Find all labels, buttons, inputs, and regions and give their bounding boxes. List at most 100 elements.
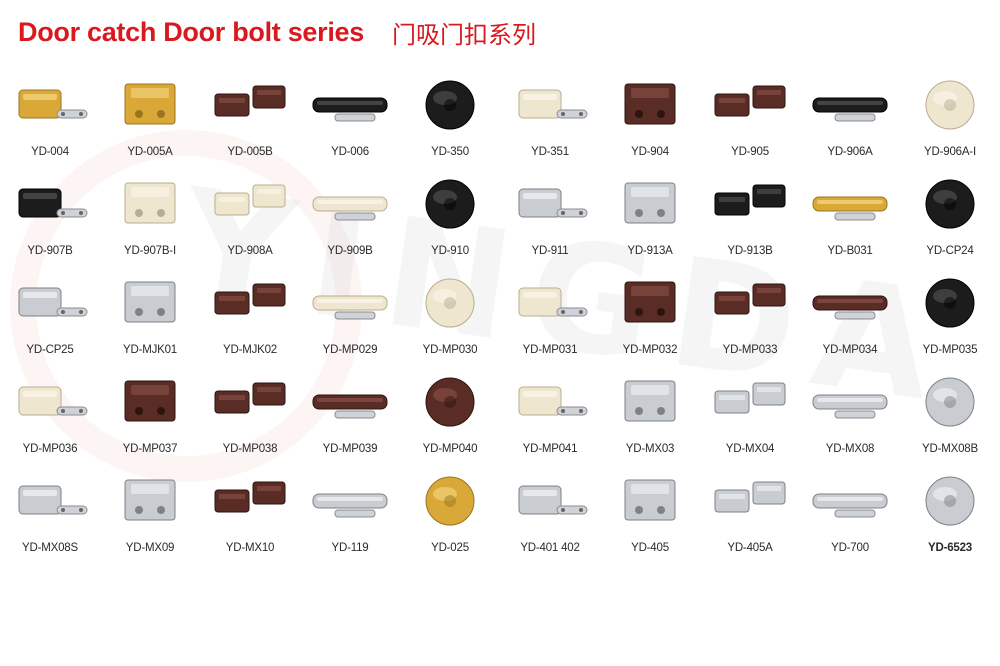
product-code: YD-907B — [27, 245, 73, 257]
product-item: YD-350 — [400, 68, 500, 167]
product-code: YD-MP035 — [922, 344, 978, 356]
product-item: YD-905 — [700, 68, 800, 167]
product-image — [804, 365, 896, 439]
product-item: YD-351 — [500, 68, 600, 167]
product-image — [704, 266, 796, 340]
product-image — [804, 464, 896, 538]
product-item: YD-CP25 — [0, 266, 100, 365]
product-image — [904, 167, 996, 241]
product-image — [304, 266, 396, 340]
product-code: YD-119 — [331, 542, 369, 554]
product-image — [104, 365, 196, 439]
product-item: YD-006 — [300, 68, 400, 167]
page-header: Door catch Door bolt series 门吸门扣系列 — [18, 12, 536, 52]
product-image — [104, 68, 196, 142]
product-code: YD-MP037 — [122, 443, 178, 455]
product-item: YD-MP036 — [0, 365, 100, 464]
product-image — [704, 464, 796, 538]
product-code: YD-910 — [431, 245, 469, 257]
product-item: YD-MP038 — [200, 365, 300, 464]
product-code: YD-904 — [631, 146, 669, 158]
product-grid: YD-004 YD-005A YD-005B YD-006 YD-350 YD-… — [0, 68, 1000, 664]
product-image — [4, 464, 96, 538]
product-code: YD-405 — [631, 542, 669, 554]
product-item: YD-025 — [400, 464, 500, 563]
product-image — [204, 167, 296, 241]
product-image — [304, 464, 396, 538]
product-image — [704, 167, 796, 241]
product-code: YD-MP030 — [422, 344, 478, 356]
product-item: YD-6523 — [900, 464, 1000, 563]
product-item: YD-405A — [700, 464, 800, 563]
product-code: YD-MX10 — [225, 542, 275, 554]
product-code: YD-700 — [831, 542, 869, 554]
product-code: YD-MJK02 — [223, 344, 277, 356]
product-image — [4, 266, 96, 340]
product-image — [904, 266, 996, 340]
product-image — [904, 68, 996, 142]
product-item: YD-MX10 — [200, 464, 300, 563]
product-item: YD-B031 — [800, 167, 900, 266]
product-image — [204, 464, 296, 538]
product-code: YD-MP034 — [822, 344, 878, 356]
product-item: YD-405 — [600, 464, 700, 563]
product-item: YD-906A-I — [900, 68, 1000, 167]
product-image — [504, 365, 596, 439]
product-code: YD-MP029 — [322, 344, 378, 356]
product-image — [704, 365, 796, 439]
product-code: YD-005B — [227, 146, 273, 158]
product-image — [304, 68, 396, 142]
product-code: YD-908A — [227, 245, 273, 257]
product-item: YD-MP031 — [500, 266, 600, 365]
product-item: YD-913B — [700, 167, 800, 266]
product-image — [304, 365, 396, 439]
product-item: YD-907B — [0, 167, 100, 266]
product-image — [704, 68, 796, 142]
product-item: YD-910 — [400, 167, 500, 266]
product-item: YD-909B — [300, 167, 400, 266]
product-code: YD-6523 — [928, 542, 972, 554]
product-item: YD-MJK01 — [100, 266, 200, 365]
product-image — [504, 68, 596, 142]
product-code: YD-906A — [827, 146, 873, 158]
product-code: YD-MJK01 — [123, 344, 177, 356]
product-item: YD-119 — [300, 464, 400, 563]
product-image — [604, 365, 696, 439]
product-item: YD-401 402 — [500, 464, 600, 563]
product-image — [504, 167, 596, 241]
product-image — [4, 68, 96, 142]
product-item: YD-913A — [600, 167, 700, 266]
product-code: YD-MX08B — [922, 443, 978, 455]
product-item: YD-004 — [0, 68, 100, 167]
product-code: YD-CP25 — [26, 344, 74, 356]
product-item: YD-MP037 — [100, 365, 200, 464]
product-item: YD-MX08 — [800, 365, 900, 464]
product-item: YD-MX08B — [900, 365, 1000, 464]
product-image — [804, 68, 896, 142]
product-image — [4, 365, 96, 439]
product-item: YD-MP033 — [700, 266, 800, 365]
product-item: YD-911 — [500, 167, 600, 266]
product-image — [904, 365, 996, 439]
product-image — [404, 365, 496, 439]
product-image — [4, 167, 96, 241]
product-code: YD-MP038 — [222, 443, 278, 455]
product-item: YD-MP032 — [600, 266, 700, 365]
product-code: YD-906A-I — [924, 146, 976, 158]
product-image — [204, 266, 296, 340]
product-code: YD-401 402 — [520, 542, 580, 554]
product-code: YD-MX08 — [825, 443, 875, 455]
product-code: YD-913B — [727, 245, 773, 257]
product-image — [904, 464, 996, 538]
product-item: YD-MX03 — [600, 365, 700, 464]
product-code: YD-004 — [31, 146, 69, 158]
product-code: YD-907B-I — [124, 245, 176, 257]
product-image — [104, 167, 196, 241]
product-image — [404, 464, 496, 538]
product-item: YD-MP040 — [400, 365, 500, 464]
product-item: YD-MX04 — [700, 365, 800, 464]
product-image — [604, 266, 696, 340]
product-item: YD-904 — [600, 68, 700, 167]
product-image — [604, 68, 696, 142]
product-image — [204, 68, 296, 142]
